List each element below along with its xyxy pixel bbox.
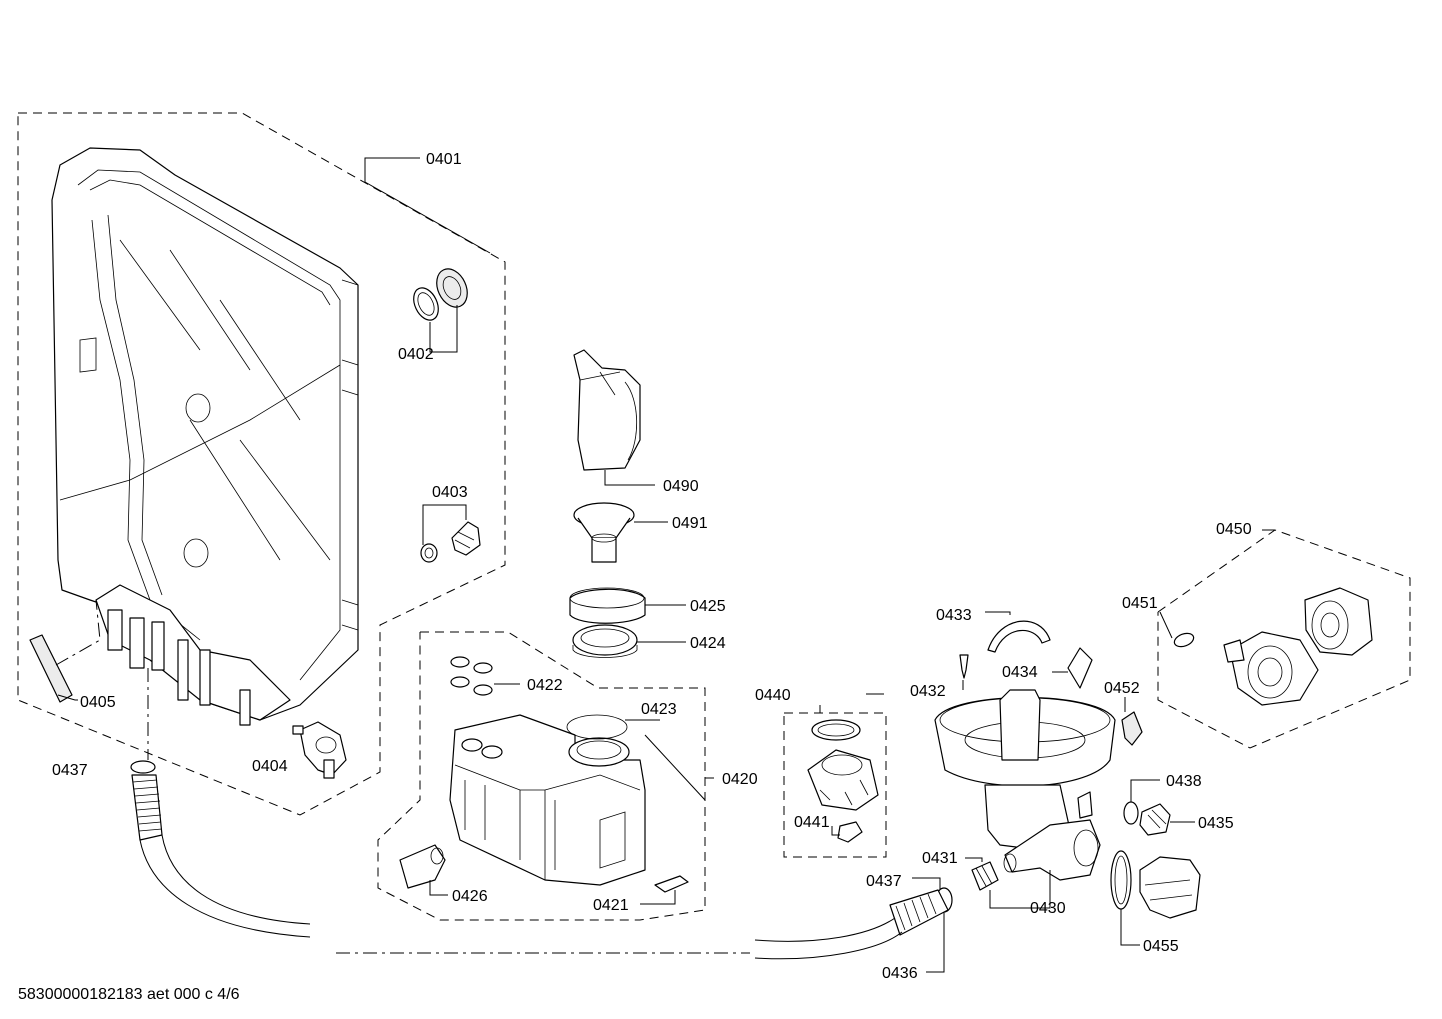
part-0422-grommets (450, 656, 520, 696)
group-0401-boundary (17, 112, 506, 816)
label-0440: 0440 (755, 687, 791, 704)
part-0491-cap (573, 502, 668, 563)
part-0426-valve (399, 844, 448, 896)
label-0430: 0430 (1030, 900, 1066, 917)
part-0403-connector (420, 504, 481, 563)
label-0491: 0491 (672, 515, 708, 532)
part-0431-fitting (965, 857, 1020, 909)
label-0402: 0402 (398, 346, 434, 363)
label-0437-right: 0437 (866, 873, 902, 890)
hose-0436-right (336, 877, 953, 973)
part-0405-bracket (29, 599, 101, 703)
label-0401: 0401 (426, 151, 462, 168)
label-0423: 0423 (641, 701, 677, 718)
label-0450: 0450 (1216, 521, 1252, 538)
label-0434: 0434 (1002, 664, 1038, 681)
label-0435: 0435 (1198, 815, 1234, 832)
part-0425-lid (569, 587, 686, 624)
label-0403: 0403 (432, 484, 468, 501)
part-0433-clip (985, 611, 1051, 653)
label-0420: 0420 (722, 771, 758, 788)
label-0452: 0452 (1104, 680, 1140, 697)
label-0426: 0426 (452, 888, 488, 905)
label-0490: 0490 (663, 478, 699, 495)
label-0451: 0451 (1122, 595, 1158, 612)
part-0438-ring (1123, 779, 1160, 825)
part-0440-heater (807, 705, 879, 843)
label-0438: 0438 (1166, 773, 1202, 790)
part-0435-sensor (1139, 803, 1195, 836)
part-0432-screw (959, 654, 969, 690)
group-0440-boundary (783, 712, 887, 858)
part-0404-valve (292, 721, 347, 779)
label-0425: 0425 (690, 598, 726, 615)
part-0452-clip (1121, 697, 1143, 746)
side-panel-assembly (51, 147, 359, 726)
part-0430-sump (934, 689, 1116, 909)
label-0436: 0436 (882, 965, 918, 982)
group-0420-boundary (377, 631, 706, 921)
part-0451-clamp (1159, 611, 1195, 648)
part-0402-seal-and-cap (413, 268, 468, 353)
label-0455: 0455 (1143, 938, 1179, 955)
leader-lines (364, 157, 884, 779)
label-0422: 0422 (527, 677, 563, 694)
part-0490-funnel (573, 349, 655, 486)
part-0450-pump-motor (1223, 529, 1373, 706)
part-0420-softener (449, 714, 706, 886)
label-0404: 0404 (252, 758, 288, 775)
part-0455-pump (1110, 850, 1201, 946)
label-0441: 0441 (794, 814, 830, 831)
label-0424: 0424 (690, 635, 726, 652)
label-0421: 0421 (593, 897, 629, 914)
drawing-reference-footer: 58300000182183 aet 000 c 4/6 (18, 986, 240, 1003)
label-0432: 0432 (910, 683, 946, 700)
part-0434-bracket (1052, 647, 1093, 689)
label-0433: 0433 (936, 607, 972, 624)
part-0421-clip (640, 875, 689, 905)
part-labels: 0401 0402 0403 0404 0405 0437 0490 0491 … (52, 151, 1252, 982)
label-0405: 0405 (80, 694, 116, 711)
label-0431: 0431 (922, 850, 958, 867)
hose-0437-left (130, 668, 311, 938)
part-0424-ring (572, 624, 686, 658)
label-0437-left: 0437 (52, 762, 88, 779)
